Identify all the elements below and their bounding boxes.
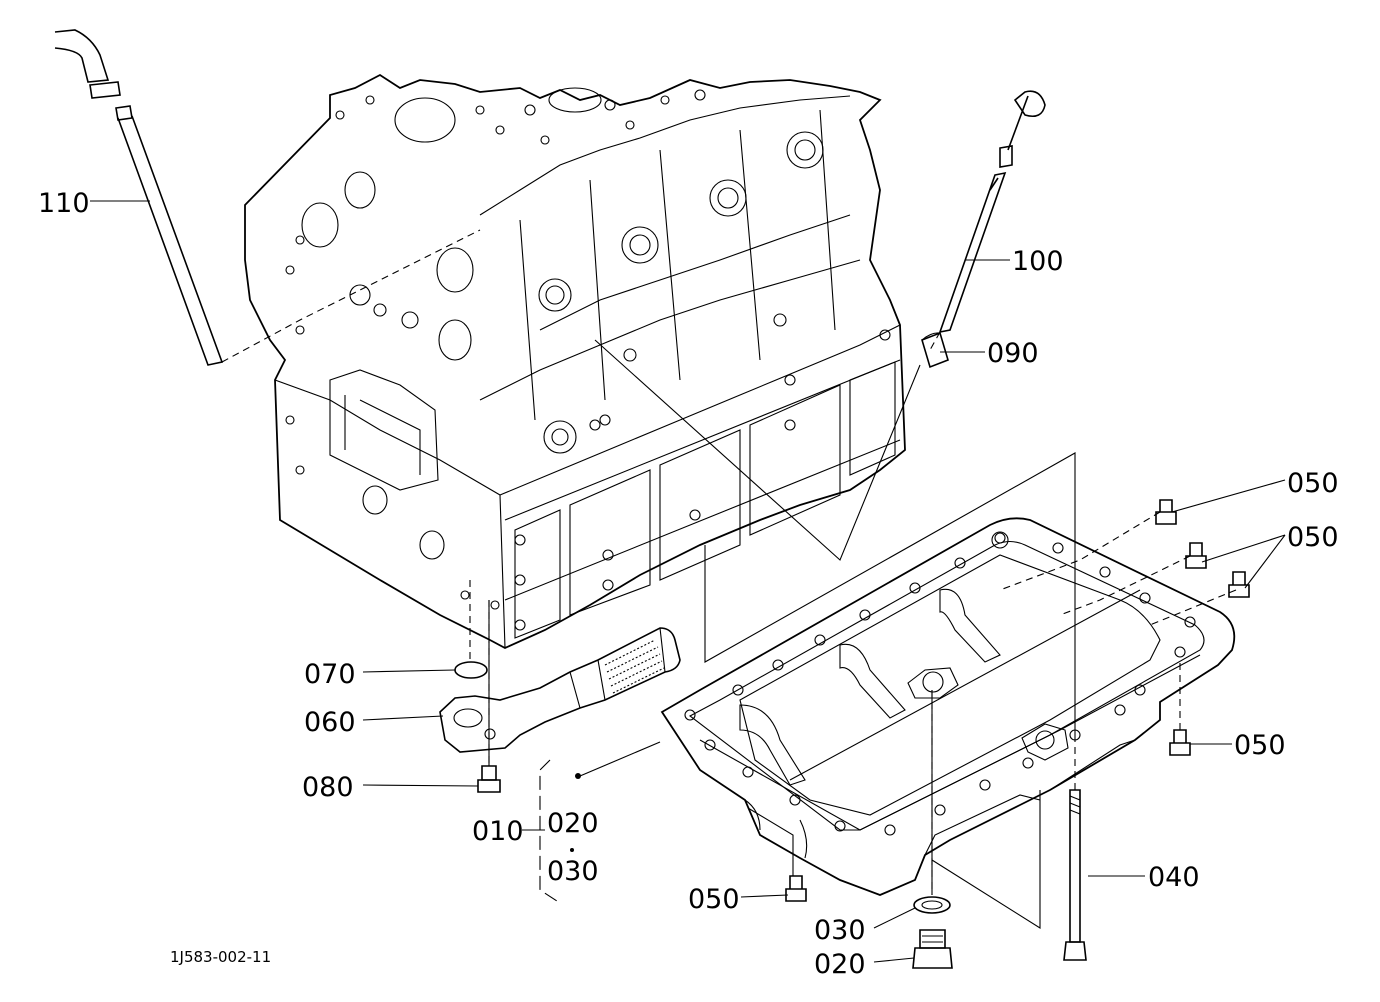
- label-050-d: 050: [688, 884, 740, 915]
- assembly-lines: [221, 229, 1237, 929]
- label-090: 090: [987, 338, 1039, 369]
- drain-plug: [912, 929, 953, 969]
- engine-block: [244, 73, 906, 650]
- label-080: 080: [302, 772, 354, 803]
- label-010: 010: [472, 816, 524, 847]
- label-020: 020: [814, 949, 866, 980]
- dipstick-guide-tube: [54, 29, 224, 366]
- block-holes: [285, 89, 891, 631]
- strainer-mesh: [604, 639, 665, 694]
- label-070: 070: [304, 659, 356, 690]
- dipstick-guide-sleeve: [921, 331, 949, 369]
- dipstick: [938, 90, 1046, 334]
- label-050-a: 050: [1287, 468, 1339, 499]
- leader-lines: [90, 200, 1286, 963]
- label-030: 030: [814, 915, 866, 946]
- strainer-bolt: [477, 765, 501, 793]
- pan-bolts: [785, 499, 1250, 902]
- label-030-kit: 030: [547, 856, 599, 887]
- o-ring: [454, 661, 488, 679]
- oil-pan: [660, 517, 1236, 896]
- drain-gasket: [913, 896, 951, 914]
- label-050-b: 050: [1287, 522, 1339, 553]
- oil-strainer: [439, 627, 681, 753]
- part-labels: 110 100 090 050 050 050 070 060 080 010 …: [38, 188, 1339, 980]
- stud-bolt: [1063, 789, 1087, 961]
- label-110: 110: [38, 188, 90, 219]
- drawing-id: 1J583-002-11: [170, 948, 271, 966]
- label-040: 040: [1148, 862, 1200, 893]
- label-020-kit: 020: [547, 808, 599, 839]
- label-060: 060: [304, 707, 356, 738]
- pan-flange-holes: [684, 531, 1196, 836]
- label-050-c: 050: [1234, 730, 1286, 761]
- label-100: 100: [1012, 246, 1064, 277]
